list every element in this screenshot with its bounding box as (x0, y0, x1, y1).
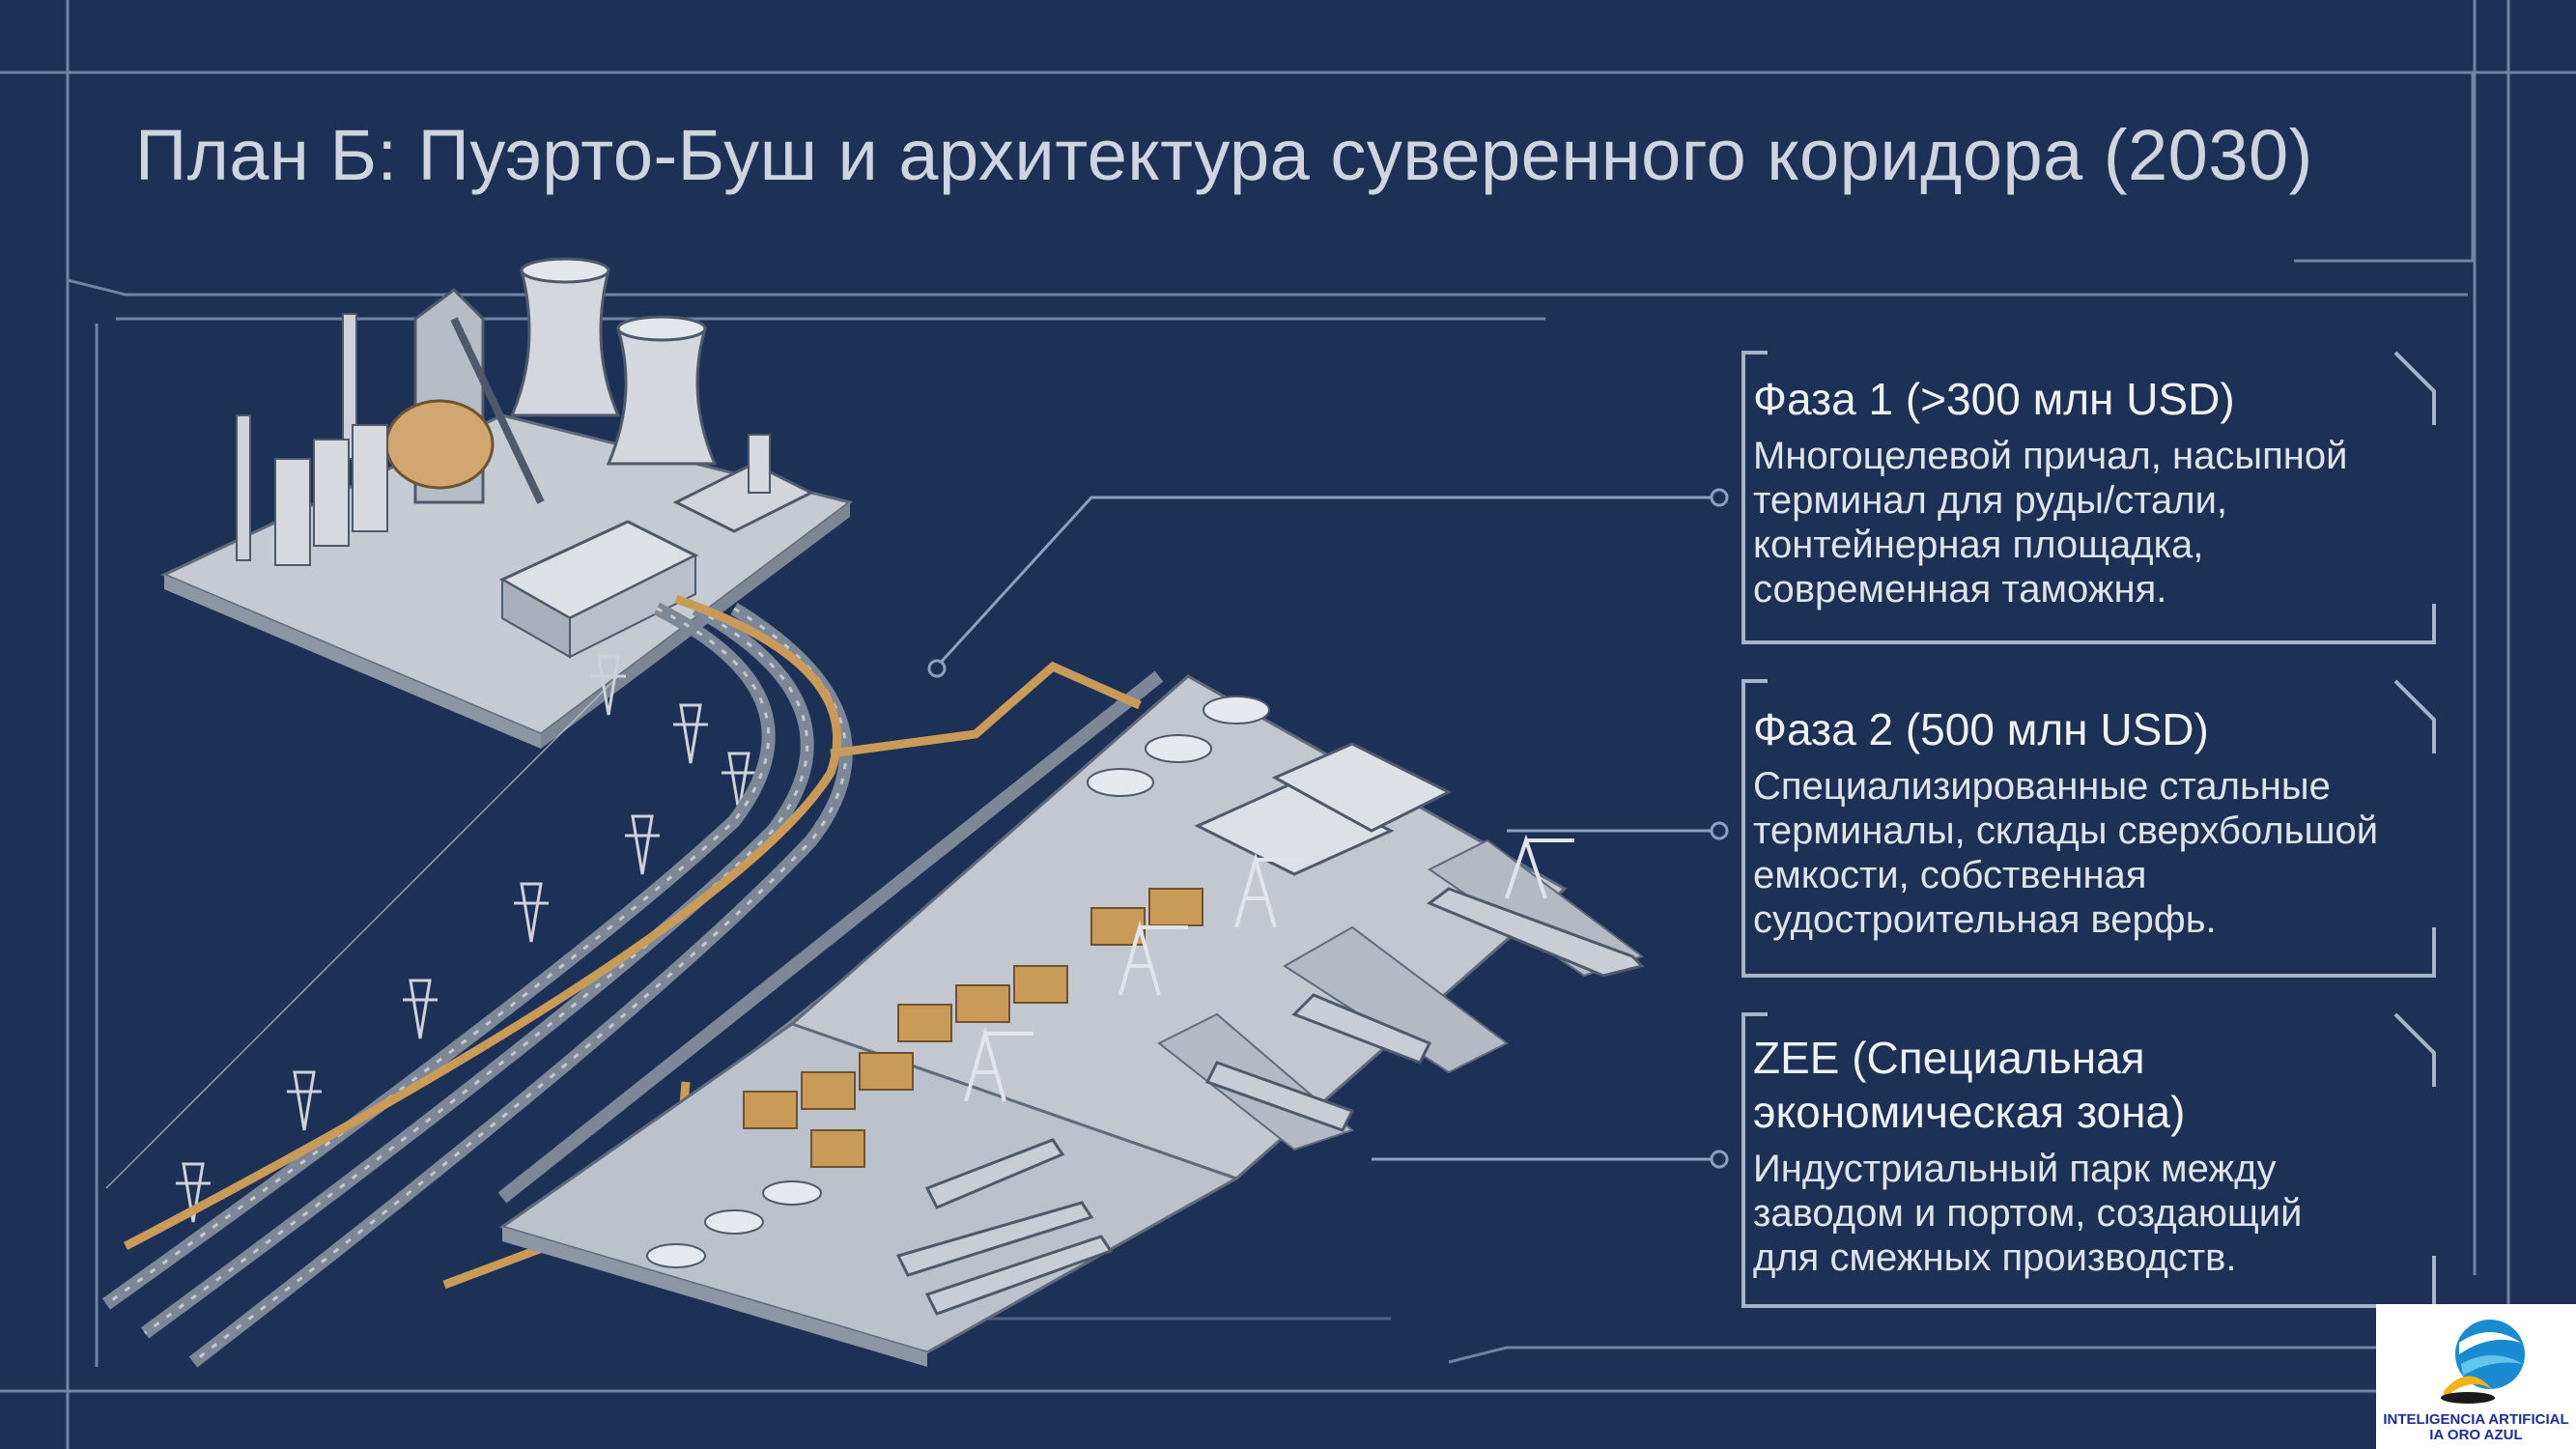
zee-panel: ZEE (Специальная экономическая зона) Инд… (1753, 1031, 2429, 1280)
logo-text-line-2: IA ORO AZUL (2429, 1427, 2523, 1443)
callout-connectors (927, 488, 1729, 1169)
connector-phase-1 (935, 496, 1719, 668)
phase-1-heading: Фаза 1 (>300 млн USD) (1753, 374, 2235, 424)
phase-1-description: Многоцелевой причал, насыпной терминал д… (1753, 434, 2429, 611)
phase-2-description: Специализированные стальные терминалы, с… (1753, 764, 2429, 942)
phase-1-panel: Фаза 1 (>300 млн USD) Многоцелевой прича… (1753, 372, 2429, 611)
phase-1-line: контейнерная площадка, (1753, 524, 2204, 566)
phase-2-line: емкости, собственная (1753, 854, 2147, 896)
phase-2-line: судостроительная верфь. (1753, 898, 2217, 941)
power-line-towers (105, 655, 756, 1223)
zee-description: Индустриальный парк между заводом и порт… (1753, 1147, 2429, 1280)
page-title: План Б: Пуэрто-Буш и архитектура суверен… (135, 115, 2313, 195)
ia-oro-azul-logo: INTELIGENCIA ARTIFICIAL IA ORO AZUL (2376, 1304, 2576, 1449)
phase-1-line: Многоцелевой причал, насыпной (1753, 435, 2348, 477)
phase-1-line: современная таможня. (1753, 568, 2167, 611)
phase-1-line: терминал для руды/стали, (1753, 479, 2228, 522)
zee-line: заводом и портом, создающий (1753, 1192, 2303, 1235)
phase-2-line: Специализированные стальные (1753, 765, 2331, 808)
phase-2-heading: Фаза 2 (500 млн USD) (1753, 704, 2209, 754)
phase-2-panel: Фаза 2 (500 млн USD) Специализированные … (1753, 702, 2429, 942)
phase-2-line: терминалы, склады сверхбольшой (1753, 810, 2379, 852)
port-terminal (498, 674, 1645, 1367)
zee-line: Индустриальный парк между (1753, 1148, 2277, 1190)
zee-line: для смежных производств. (1753, 1236, 2237, 1279)
zee-heading-line: ZEE (Специальная (1753, 1033, 2145, 1083)
globe-swirl-icon (2441, 1320, 2525, 1404)
zee-heading: ZEE (Специальная экономическая зона) (1753, 1031, 2429, 1139)
zee-heading-line: экономическая зона) (1753, 1087, 2186, 1137)
logo-text-line-1: INTELIGENCIA ARTIFICIAL (2383, 1411, 2569, 1428)
